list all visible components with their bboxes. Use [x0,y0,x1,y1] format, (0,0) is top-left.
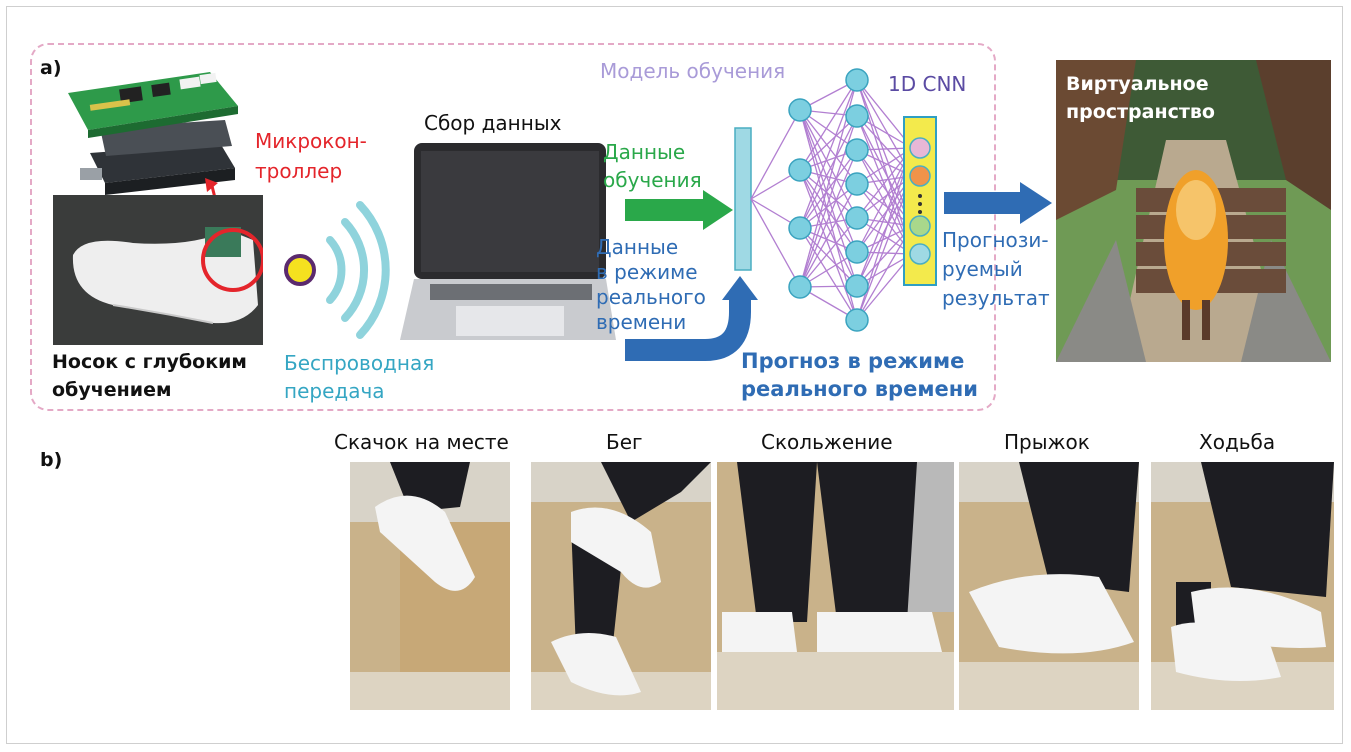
wireless-label-line1: Беспроводная [284,351,435,375]
sock-photo [53,195,263,345]
data-collection-label: Сбор данных [424,111,562,135]
motion-label-hop: Скачок на месте [334,430,509,454]
realtime-prediction-label-line2: реального времени [741,377,978,401]
predicted-result-label-line1: Прогнози- [942,228,1049,252]
sock-label-line2: обучением [52,379,172,401]
system-overview-box [30,43,996,411]
realtime-data-label-line3: реального [596,285,706,309]
training-data-label-line1: Данные [603,140,686,164]
panel-b-label: b) [40,449,63,471]
microcontroller-image [60,58,250,198]
realtime-data-label-line1: Данные [596,235,679,259]
virtual-space-image [1056,60,1331,362]
motion-photo-run [531,462,711,710]
realtime-prediction-label-line1: Прогноз в режиме [741,349,965,373]
motion-label-jump: Прыжок [1004,430,1090,454]
motion-photo-jump [959,462,1139,710]
virtual-space-label-line1: Виртуальное [1066,73,1209,95]
panel-a-label: a) [40,57,62,79]
motion-label-slide: Скольжение [761,430,893,454]
learning-model-label: Модель обучения [600,59,786,83]
motion-photo-walk [1151,462,1334,710]
motion-label-run: Бег [606,430,643,454]
training-data-label-line2: обучения [603,168,702,192]
figure-frame [6,6,1343,744]
realtime-data-label-line2: в режиме [596,260,698,284]
motion-label-walk: Ходьба [1199,430,1276,454]
realtime-data-label-line4: времени [596,310,687,334]
microcontroller-label-line2: троллер [255,159,343,183]
sock-label-line1: Носок с глубоким [52,351,247,373]
motion-photo-hop [350,462,510,710]
microcontroller-label-line1: Микрокон- [255,129,367,153]
predicted-result-label-line2: руемый [942,257,1023,281]
predicted-result-label-line3: результат [942,286,1050,310]
cnn-label: 1D CNN [888,72,967,96]
virtual-space-label-line2: пространство [1066,101,1215,123]
motion-photo-slide [717,462,954,710]
wireless-label-line2: передача [284,379,385,403]
